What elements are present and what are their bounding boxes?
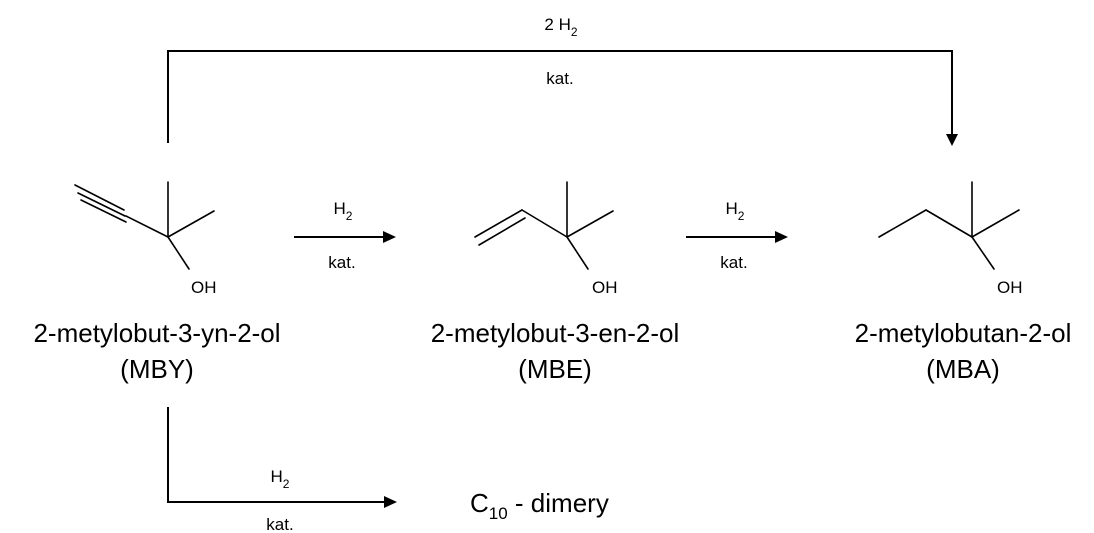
step1-arrow: H2 kat. [294,199,396,272]
step2-reagent-label: H2 [726,199,745,223]
mbe-abbr: (MBE) [518,354,592,384]
mbe-name: 2-metylobut-3-en-2-ol [431,318,680,348]
mby-abbr: (MBY) [120,354,194,384]
mba-structure: OH [878,181,1023,297]
top-route: 2 H2 kat. [167,15,958,146]
step2-arrow: H2 kat. [686,199,788,272]
bottom-route: H2 kat. [167,407,397,533]
mby-name: 2-metylobut-3-yn-2-ol [33,318,280,348]
side-product-label: C10 - dimery [470,488,609,523]
bottom-route-arrowhead [384,496,397,508]
step1-reagent-label: H2 [334,199,353,223]
step1-catalyst-label: kat. [328,253,355,272]
bottom-catalyst-label: kat. [266,515,293,533]
mbe-oh-label: OH [592,278,618,297]
step2-catalyst-label: kat. [720,253,747,272]
mba-abbr: (MBA) [926,354,1000,384]
mba-oh-label: OH [997,278,1023,297]
mby-structure: OH [74,181,217,297]
mbe-structure: OH [474,181,618,297]
top-reagent-label: 2 H2 [544,15,577,39]
top-route-arrowhead [946,134,958,146]
bottom-reagent-label: H2 [271,467,290,491]
top-catalyst-label: kat. [546,69,573,88]
mba-name: 2-metylobutan-2-ol [855,318,1072,348]
top-route-line [167,50,953,143]
bottom-route-line [167,407,385,503]
mby-oh-label: OH [191,278,217,297]
